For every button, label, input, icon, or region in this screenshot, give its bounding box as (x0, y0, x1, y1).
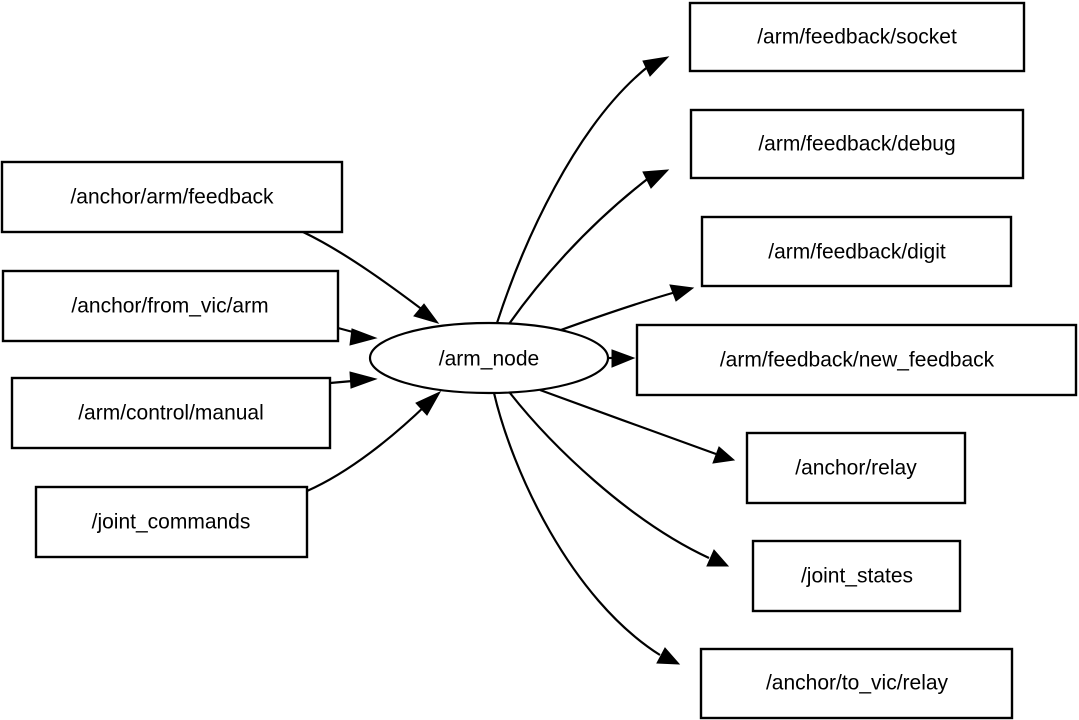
subscriber-topic-nodes: /arm/feedback/socket /arm/feedback/debug… (635, 1, 1078, 720)
node-arm-feedback-socket[interactable]: /arm/feedback/socket (688, 1, 1026, 73)
node-arm-node-label: /arm_node (439, 348, 539, 371)
edge-arm-node-to-arm-feedback-debug[interactable] (508, 169, 670, 325)
publisher-topic-nodes: /anchor/arm/feedback /anchor/from_vic/ar… (0, 160, 344, 559)
edge-arm-node-to-arm-feedback-digit[interactable] (557, 284, 695, 333)
edge-arm-control-manual-to-arm-node[interactable] (329, 371, 378, 389)
edge-anchor-from-vic-arm-to-arm-node[interactable] (337, 326, 378, 346)
edge-arm-node-to-anchor-to-vic-relay[interactable] (492, 392, 681, 665)
edge-anchor-arm-feedback-to-arm-node[interactable] (302, 231, 440, 324)
node-anchor-from-vic-arm-label: /anchor/from_vic/arm (71, 295, 268, 318)
node-anchor-relay-label: /anchor/relay (795, 457, 917, 480)
node-arm-feedback-digit[interactable]: /arm/feedback/digit (700, 215, 1013, 288)
edge-group-outgoing (492, 56, 736, 665)
node-joint-commands[interactable]: /joint_commands (34, 485, 309, 559)
node-arm-control-manual[interactable]: /arm/control/manual (10, 376, 332, 450)
node-anchor-from-vic-arm[interactable]: /anchor/from_vic/arm (1, 269, 340, 343)
edge-group-incoming (302, 231, 442, 493)
edge-arm-node-to-arm-feedback-new-feedback[interactable] (608, 349, 636, 368)
node-arm-feedback-debug[interactable]: /arm/feedback/debug (689, 108, 1025, 180)
edge-arm-node-to-joint-states[interactable] (509, 392, 730, 567)
node-arm-feedback-digit-label: /arm/feedback/digit (768, 241, 946, 264)
node-anchor-arm-feedback-label: /anchor/arm/feedback (70, 186, 274, 209)
node-joint-states[interactable]: /joint_states (751, 539, 962, 613)
node-anchor-to-vic-relay-label: /anchor/to_vic/relay (766, 672, 949, 695)
node-anchor-relay[interactable]: /anchor/relay (745, 431, 967, 505)
node-anchor-to-vic-relay[interactable]: /anchor/to_vic/relay (699, 647, 1014, 720)
edge-joint-commands-to-arm-node[interactable] (306, 390, 442, 493)
edge-arm-node-to-anchor-relay[interactable] (539, 388, 736, 464)
node-joint-commands-label: /joint_commands (92, 511, 251, 534)
node-arm-feedback-debug-label: /arm/feedback/debug (758, 133, 955, 156)
node-arm-feedback-socket-label: /arm/feedback/socket (757, 26, 957, 49)
node-arm-node[interactable]: /arm_node (368, 321, 610, 395)
edge-arm-node-to-arm-feedback-socket[interactable] (495, 56, 670, 324)
node-arm-feedback-new-feedback-label: /arm/feedback/new_feedback (720, 349, 995, 372)
node-joint-states-label: /joint_states (801, 565, 913, 588)
node-anchor-arm-feedback[interactable]: /anchor/arm/feedback (0, 160, 344, 234)
node-arm-control-manual-label: /arm/control/manual (78, 402, 264, 425)
node-arm-feedback-new-feedback[interactable]: /arm/feedback/new_feedback (635, 323, 1078, 397)
